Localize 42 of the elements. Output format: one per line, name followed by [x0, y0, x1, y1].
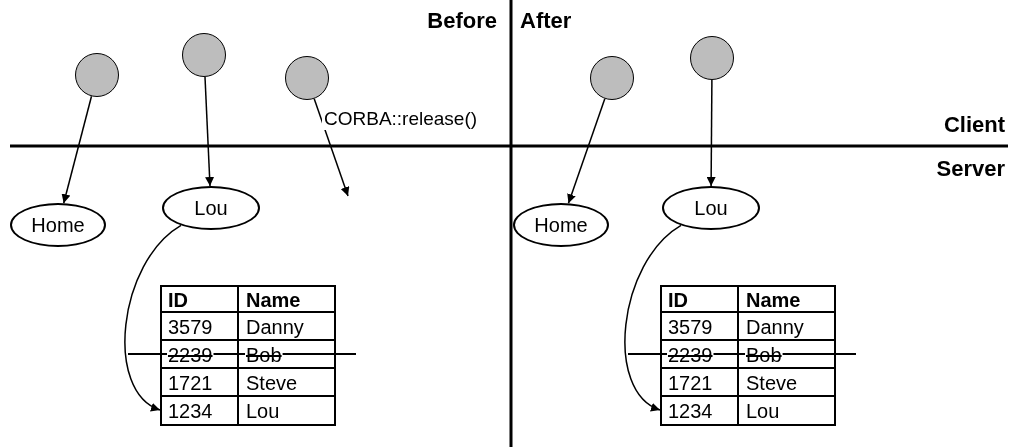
column-header: ID [668, 289, 688, 311]
node-circle [75, 53, 119, 97]
name-value: Danny [246, 316, 304, 338]
ellipse-node: Home [513, 203, 609, 247]
column-header: Name [746, 289, 801, 311]
node-circle [182, 33, 226, 77]
panel-title: Before [426, 8, 497, 34]
arrow [61, 95, 93, 204]
side-label: Server [935, 156, 1005, 182]
node-circle [285, 56, 329, 100]
name-value: Steve [746, 372, 798, 394]
id-value: 1721 [168, 372, 213, 394]
arrow [204, 76, 215, 187]
name-value: Bob [246, 344, 282, 366]
id-value: 3579 [168, 316, 213, 338]
ellipse-node: Home [10, 203, 106, 247]
column-header: Name [246, 289, 301, 311]
ellipse-node: Lou [162, 186, 260, 230]
data-table [660, 285, 836, 426]
arrow [313, 98, 350, 197]
id-value: 2239 [168, 344, 213, 366]
name-value: Lou [746, 400, 780, 422]
node-circle [690, 36, 734, 80]
name-value: Lou [246, 400, 280, 422]
name-value: Danny [746, 316, 804, 338]
name-value: Bob [746, 344, 782, 366]
side-label: Client [942, 112, 1005, 138]
id-value: 1234 [168, 400, 213, 422]
id-value: 3579 [668, 316, 713, 338]
name-value: Steve [246, 372, 298, 394]
panel-title: After [520, 8, 573, 34]
node-circle [590, 56, 634, 100]
data-table [160, 285, 336, 426]
arrow [706, 79, 716, 187]
id-value: 1234 [668, 400, 713, 422]
id-value: 1721 [668, 372, 713, 394]
arrow [624, 224, 682, 411]
column-header: ID [168, 289, 188, 311]
arrow [124, 224, 182, 411]
ellipse-node: Lou [662, 186, 760, 230]
id-value: 2239 [668, 344, 713, 366]
arrow [567, 98, 606, 205]
